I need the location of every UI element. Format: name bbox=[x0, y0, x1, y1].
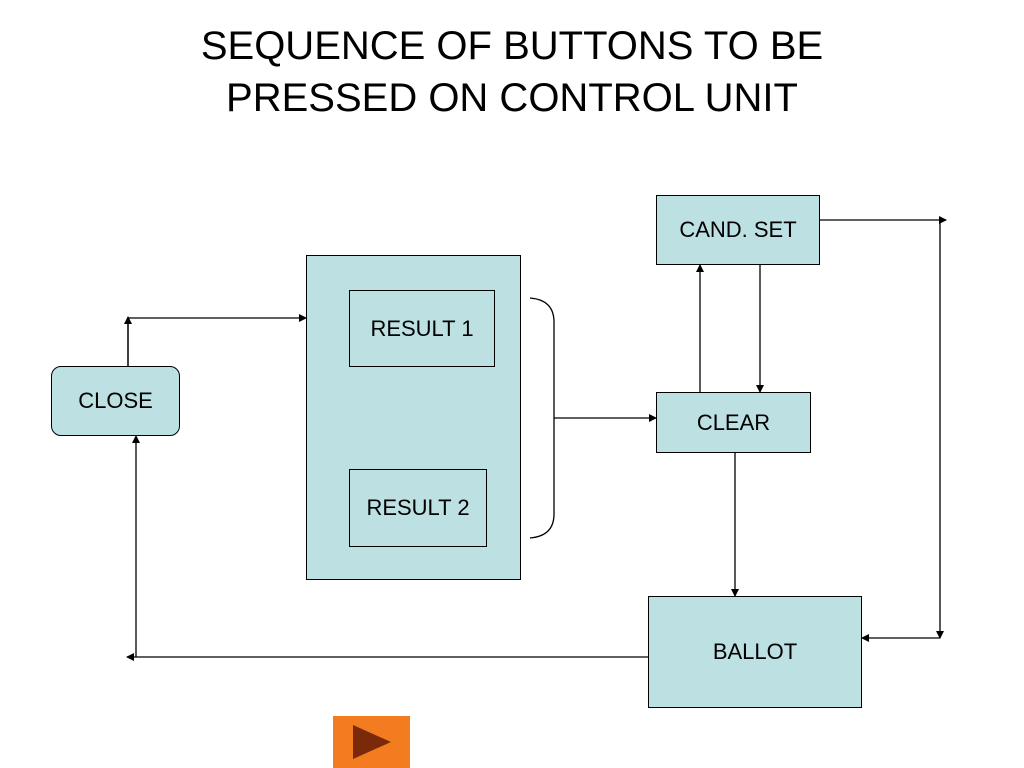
result-2-label: RESULT 2 bbox=[366, 495, 470, 520]
next-slide-button[interactable] bbox=[333, 716, 410, 768]
title-line-1: SEQUENCE OF BUTTONS TO BE bbox=[200, 24, 824, 68]
close-label: CLOSE bbox=[78, 388, 153, 413]
slide-title: SEQUENCE OF BUTTONS TO BE PRESSED ON CON… bbox=[112, 20, 912, 124]
result-1-box: RESULT 1 bbox=[349, 290, 495, 367]
ballot-box: BALLOT bbox=[648, 596, 862, 708]
result-1-label: RESULT 1 bbox=[370, 315, 474, 341]
title-line-2: PRESSED ON CONTROL UNIT bbox=[226, 76, 798, 120]
clear-label: CLEAR bbox=[696, 409, 771, 435]
cand-set-box: CAND. SET bbox=[656, 195, 820, 265]
clear-box: CLEAR bbox=[656, 392, 811, 453]
close-box: CLOSE bbox=[51, 366, 180, 436]
results-brace bbox=[529, 297, 555, 539]
result-2-box: RESULT 2 bbox=[349, 469, 487, 547]
play-triangle-icon bbox=[353, 725, 391, 759]
arrow-close-to-results bbox=[127, 318, 306, 366]
ballot-label: BALLOT bbox=[712, 639, 798, 664]
cand-set-label: CAND. SET bbox=[679, 217, 797, 242]
